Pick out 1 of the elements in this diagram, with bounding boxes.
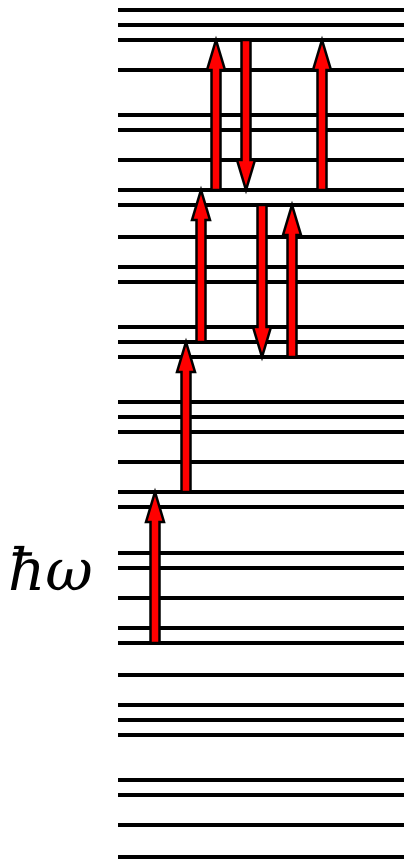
energy-quantum-label: ħω (8, 535, 93, 605)
